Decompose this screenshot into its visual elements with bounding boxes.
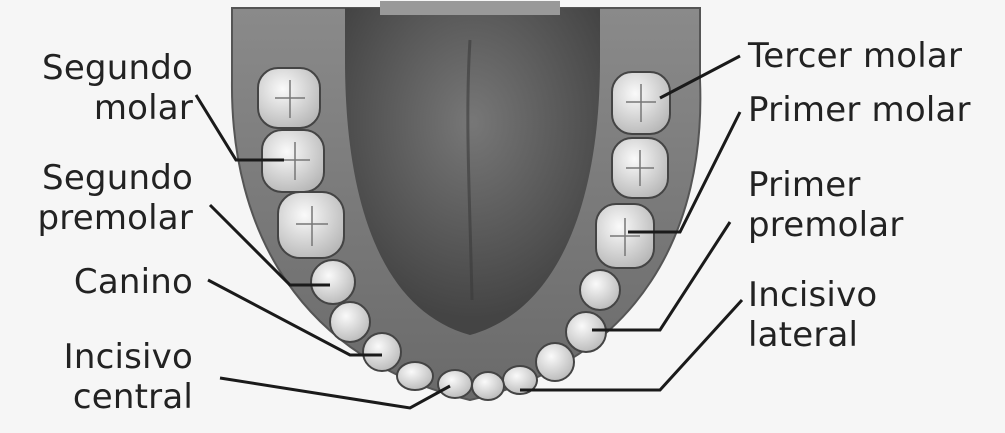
left-first-premolar bbox=[330, 302, 370, 342]
label-primer-molar: Primer molar bbox=[748, 90, 971, 130]
left-lateral-incisor bbox=[397, 362, 433, 390]
label-incisivo-lateral-line1: Incisivo bbox=[748, 275, 877, 315]
label-canino: Canino bbox=[74, 262, 193, 302]
label-incisivo-lateral-line2: lateral bbox=[748, 315, 877, 355]
label-incisivo-central-line2: central bbox=[64, 377, 193, 417]
right-canine bbox=[536, 343, 574, 381]
label-incisivo-central-line1: Incisivo bbox=[64, 337, 193, 377]
label-primer-premolar: Primer premolar bbox=[748, 165, 904, 245]
label-incisivo-lateral: Incisivo lateral bbox=[748, 275, 877, 355]
label-segundo-molar: Segundo molar bbox=[42, 48, 193, 128]
label-primer-premolar-line1: Primer bbox=[748, 165, 904, 205]
label-segundo-premolar-line2: premolar bbox=[37, 198, 193, 238]
left-second-premolar bbox=[311, 260, 355, 304]
label-segundo-molar-line1: Segundo bbox=[42, 48, 193, 88]
label-segundo-premolar: Segundo premolar bbox=[37, 158, 193, 238]
left-canine bbox=[363, 333, 401, 371]
right-second-premolar bbox=[580, 270, 620, 310]
right-central-incisor bbox=[472, 372, 504, 400]
label-segundo-molar-line2: molar bbox=[42, 88, 193, 128]
label-incisivo-central: Incisivo central bbox=[64, 337, 193, 417]
label-tercer-molar: Tercer molar bbox=[748, 36, 962, 76]
left-first-molar bbox=[278, 192, 344, 258]
label-primer-premolar-line2: premolar bbox=[748, 205, 904, 245]
left-central-incisor bbox=[438, 370, 472, 398]
right-first-premolar bbox=[566, 312, 606, 352]
label-segundo-premolar-line1: Segundo bbox=[37, 158, 193, 198]
